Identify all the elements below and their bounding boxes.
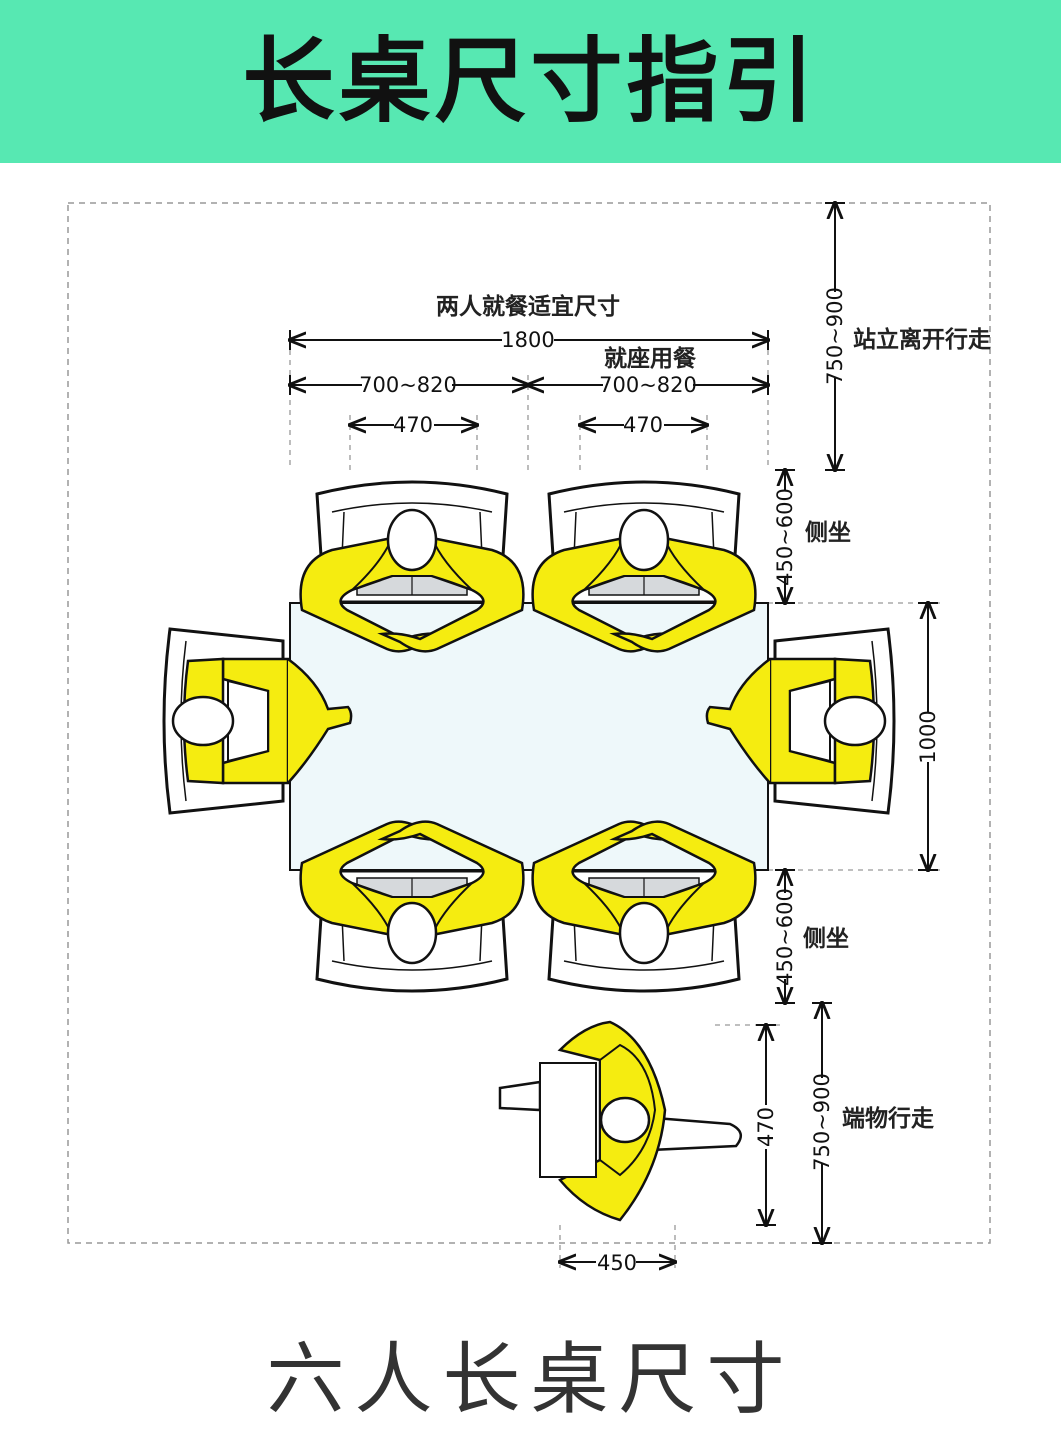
dim-table-depth: 1000 <box>916 710 940 763</box>
walking-person-with-tray <box>498 1020 743 1222</box>
label-side-sit-bottom: 侧坐 <box>803 925 849 952</box>
room-boundary <box>67 202 991 1244</box>
dim-stand-space: 750~900 <box>823 287 847 385</box>
dim-left-seat: 700~820 <box>359 373 457 397</box>
dim-person-width: 450 <box>597 1251 637 1275</box>
dining-table <box>289 602 769 871</box>
dim-left-chair: 470 <box>393 413 433 437</box>
label-side-sit-top: 侧坐 <box>805 519 851 546</box>
dim-total-width: 1800 <box>501 328 554 352</box>
dim-side-top: 450~600 <box>773 488 797 586</box>
dim-side-bottom: 450~600 <box>773 888 797 986</box>
dim-right-chair: 470 <box>623 413 663 437</box>
dim-right-seat: 700~820 <box>599 373 697 397</box>
label-carry-walk: 端物行走 <box>842 1105 934 1132</box>
label-stand-leave: 站立离开行走 <box>853 326 991 353</box>
page-title: 长桌尺寸指引 <box>242 28 819 135</box>
footer-caption: 六人长桌尺寸 <box>266 1335 795 1425</box>
label-seated-dining: 就座用餐 <box>604 345 697 372</box>
header-banner: 长桌尺寸指引 <box>0 0 1061 163</box>
dim-walk-space: 750~900 <box>810 1073 834 1171</box>
label-two-person: 两人就餐适宜尺寸 <box>436 293 620 320</box>
dim-person-depth: 470 <box>754 1107 778 1147</box>
